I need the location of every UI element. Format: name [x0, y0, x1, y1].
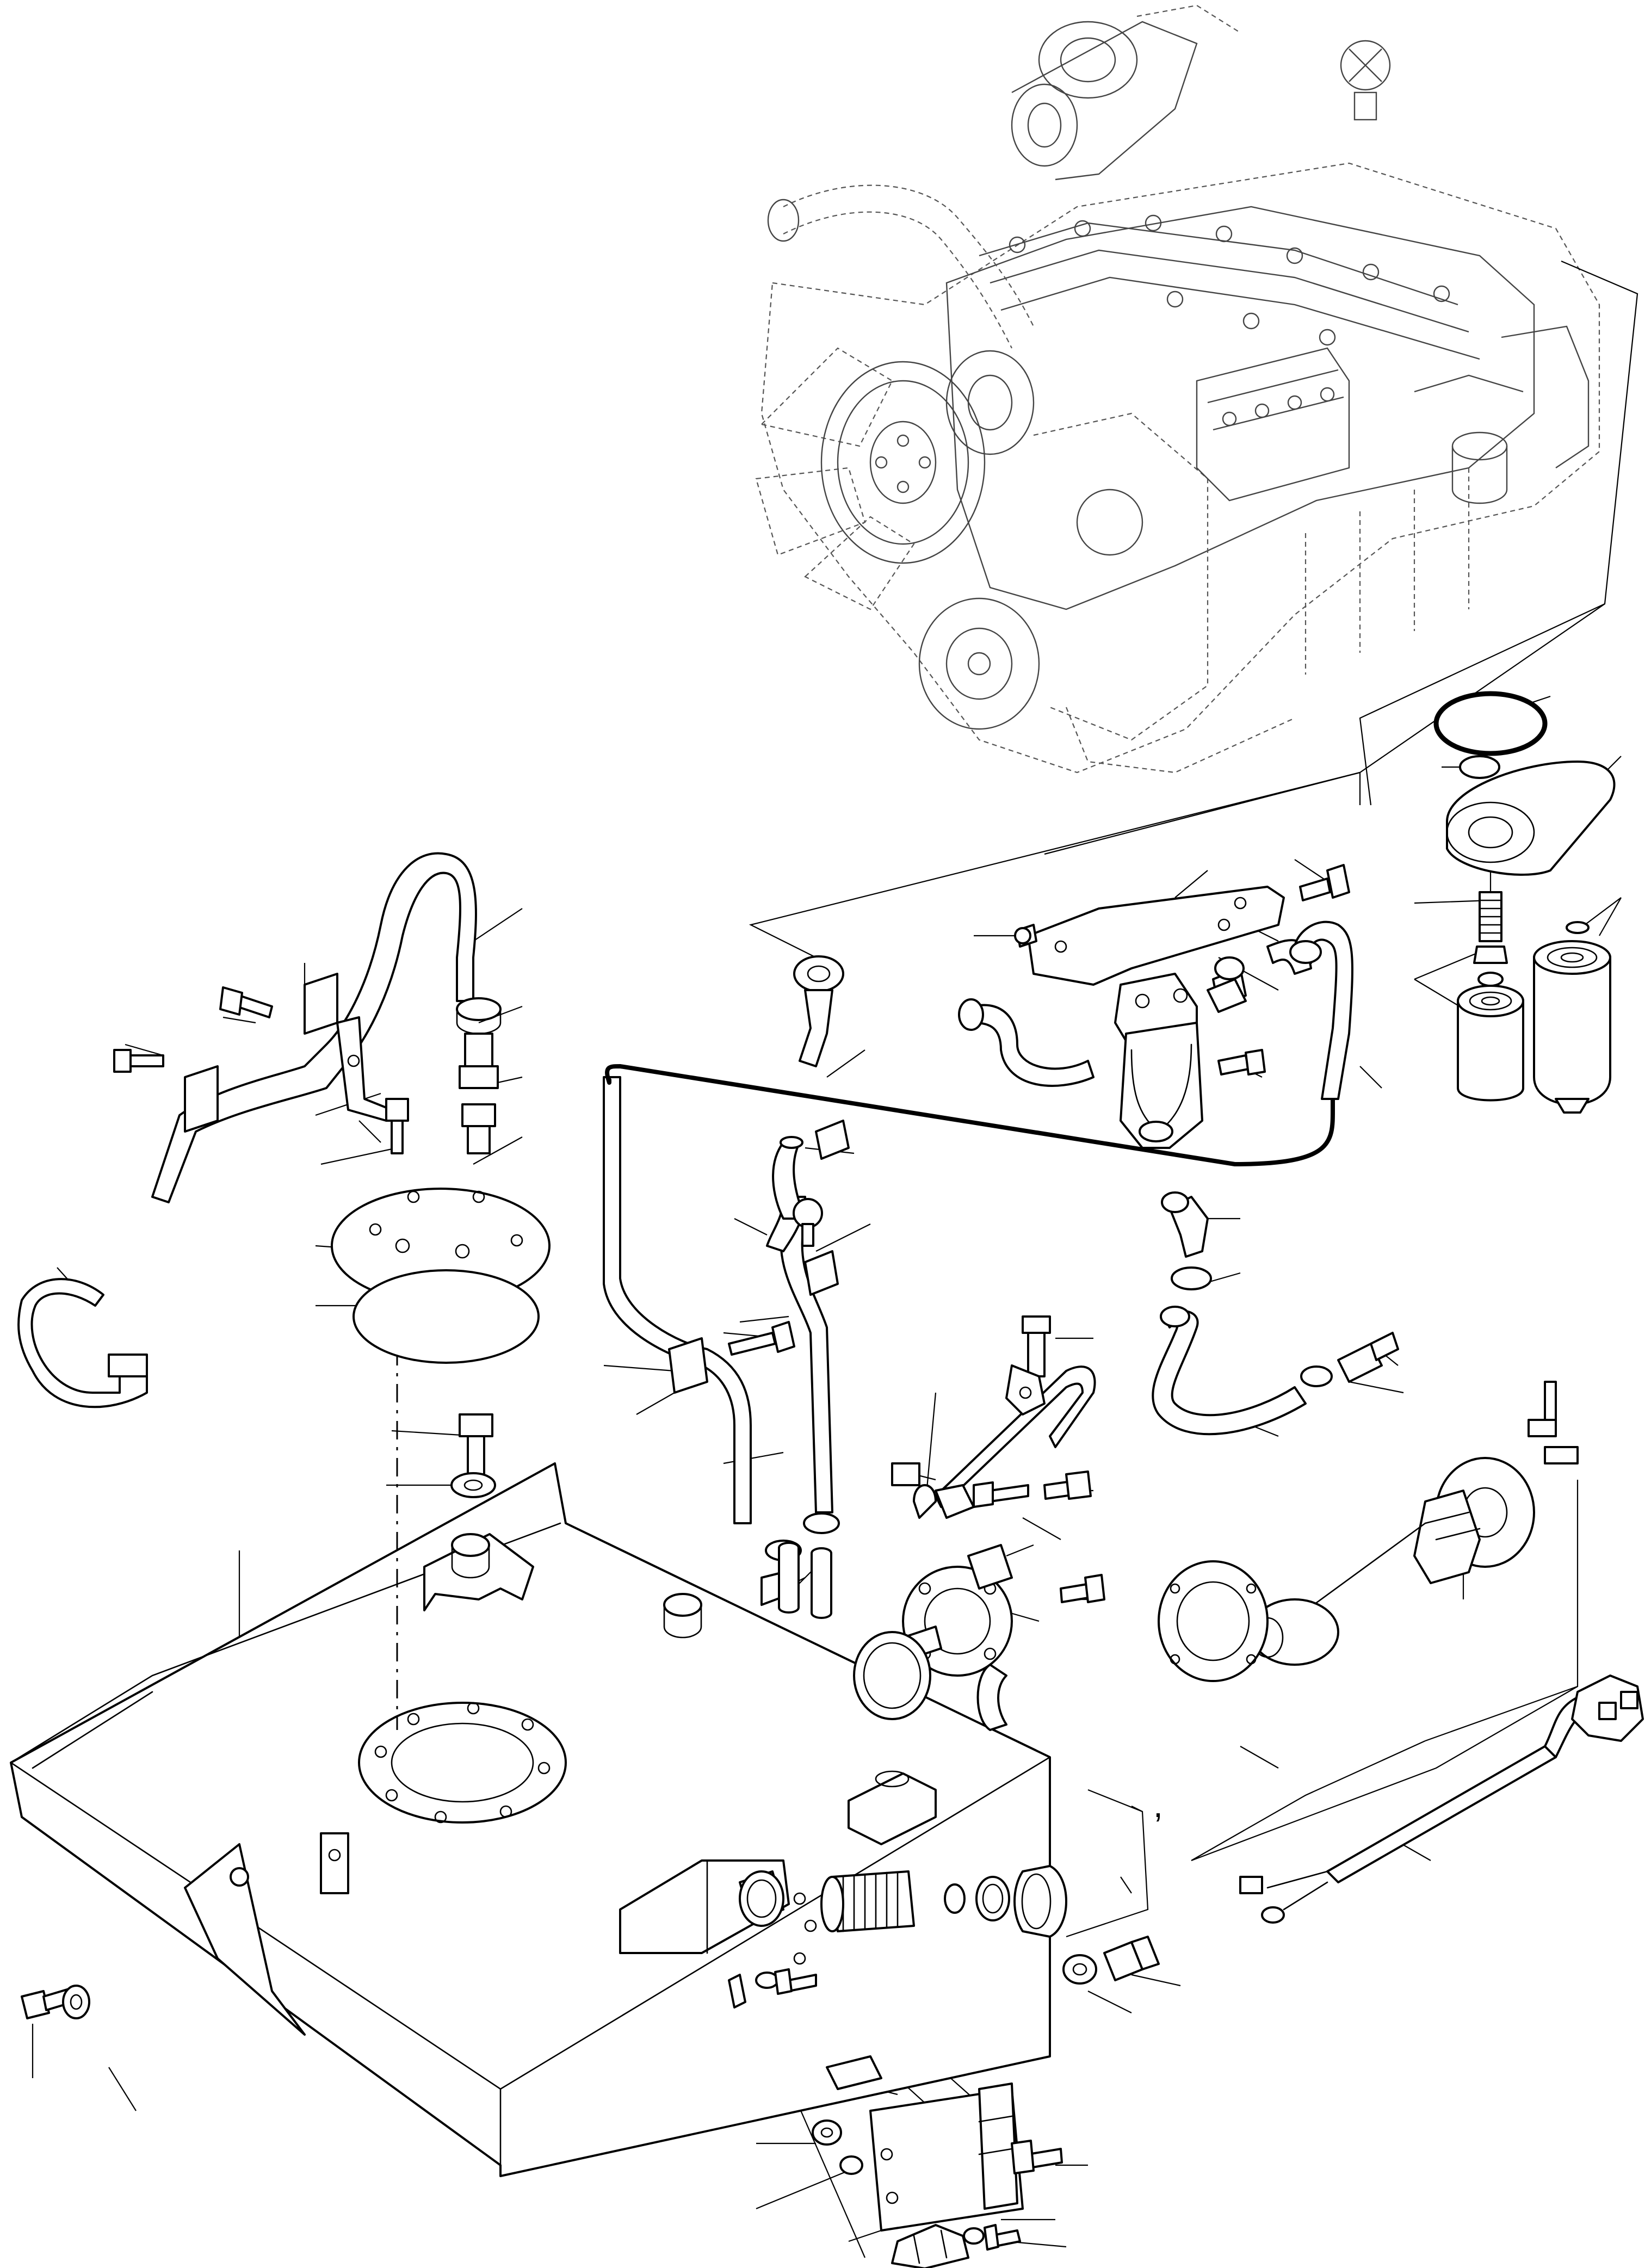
cover-gasket — [353, 1269, 540, 1364]
supply-hose-assembly — [1152, 1191, 1399, 1436]
fuel-level-sender — [1158, 1381, 1579, 1682]
cover-bolt-washer — [450, 1413, 496, 1498]
return-fuel-line — [605, 1064, 1335, 1166]
pipe-support-bracket — [891, 1315, 1105, 1603]
injection-pump-phantom — [1196, 347, 1350, 502]
fuel-tank — [10, 1462, 1051, 2177]
filter-service-kit — [1433, 691, 1616, 1114]
sender-wiring-harness — [1191, 1674, 1644, 1924]
annotation-mark: , — [1153, 1785, 1163, 1825]
middle-fuel-hoses — [603, 955, 850, 1619]
drain-fittings — [728, 1865, 1160, 2009]
small-o-ring — [1459, 755, 1500, 779]
tank-strap-band — [17, 1278, 148, 1408]
turbocharger-phantom — [1011, 4, 1241, 181]
cooling-fan-phantom — [755, 347, 915, 610]
crank-pulley-phantom — [820, 350, 1035, 564]
mounting-bracket-group — [812, 2055, 1063, 2268]
fuel-filter-assembly — [958, 864, 1353, 1149]
riser-fittings — [385, 997, 502, 1154]
tank-mount-bolt — [21, 1985, 90, 2019]
engine-assembly-phantom — [755, 4, 1600, 774]
pickup-flange — [853, 1544, 1013, 1731]
large-o-ring — [1433, 691, 1548, 756]
vent-pipe-assembly — [113, 852, 477, 1203]
